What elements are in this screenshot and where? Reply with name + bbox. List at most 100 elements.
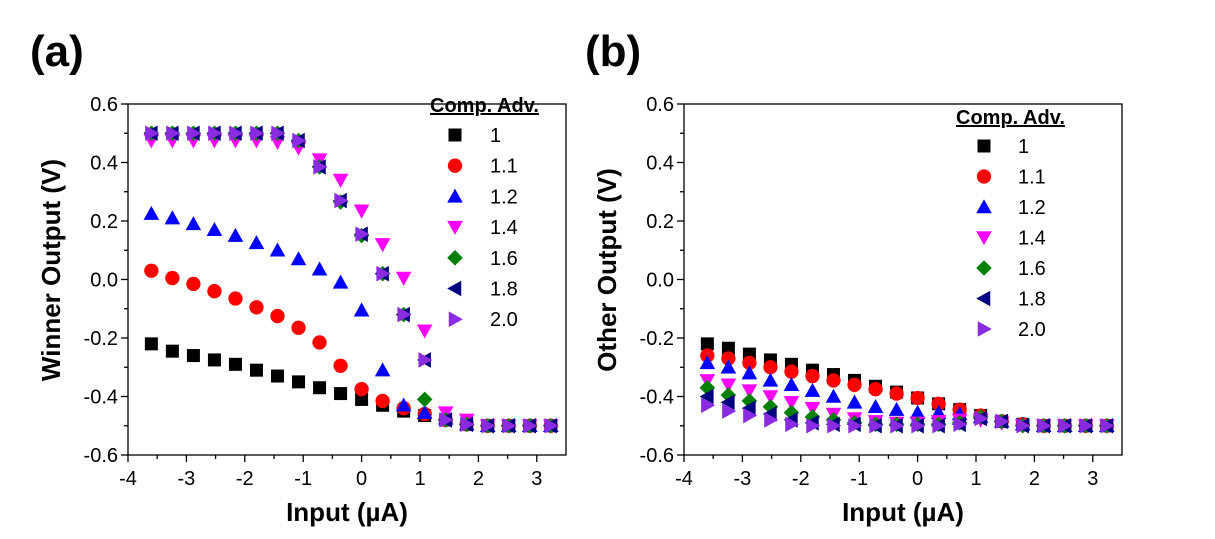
x-axis-title-b: Input (µA) — [842, 497, 964, 527]
y-tick-label: -0.4 — [84, 387, 118, 409]
data-point — [911, 417, 926, 434]
data-point — [741, 400, 756, 416]
series-1-6 — [699, 379, 1115, 434]
data-point — [701, 397, 716, 414]
series-1-4 — [699, 374, 1115, 434]
y-axis-title-a: Winner Output (V) — [36, 159, 66, 381]
y-tick-label: 0.6 — [646, 94, 674, 116]
data-point — [827, 417, 842, 434]
legend-label: 1.6 — [1018, 258, 1046, 280]
data-point — [783, 396, 800, 411]
legend-marker — [976, 169, 992, 184]
y-tick-label: -0.2 — [84, 328, 118, 350]
data-point — [313, 159, 328, 175]
data-point — [826, 373, 841, 388]
y-tick-label: 0.6 — [90, 94, 118, 116]
data-point — [228, 291, 243, 306]
x-tick-label: 2 — [473, 468, 484, 490]
legend-label: 1.2 — [490, 186, 518, 208]
data-point — [460, 416, 475, 433]
data-point — [376, 265, 391, 282]
data-point — [869, 417, 884, 434]
data-point — [207, 284, 222, 299]
data-point — [144, 263, 159, 278]
data-point — [889, 386, 904, 401]
data-point — [416, 404, 433, 419]
x-tick-label: -1 — [294, 468, 312, 490]
data-point — [720, 394, 735, 411]
data-point — [207, 353, 221, 367]
x-tick-label: 1 — [970, 468, 981, 490]
legend-marker — [447, 220, 463, 235]
data-point — [783, 377, 800, 392]
y-tick-label: -0.6 — [640, 445, 674, 467]
data-point — [311, 261, 328, 276]
data-point — [395, 271, 412, 286]
data-point — [416, 391, 433, 408]
legend-marker — [447, 250, 463, 266]
x-tick-label: 1 — [414, 468, 425, 490]
legend-label: 1.6 — [490, 248, 518, 270]
data-point — [846, 394, 863, 409]
data-point — [544, 417, 559, 434]
data-point — [868, 382, 883, 397]
data-point — [166, 125, 181, 142]
data-point — [271, 369, 285, 383]
data-point — [397, 306, 412, 323]
data-point — [953, 416, 968, 433]
data-point — [292, 132, 307, 149]
data-point — [825, 388, 842, 403]
panel-b-label: (b) — [585, 27, 641, 76]
data-point — [228, 357, 242, 371]
data-point — [890, 417, 905, 434]
legend-marker — [977, 139, 991, 153]
data-point — [995, 413, 1010, 430]
data-point — [805, 368, 820, 384]
series-1-2 — [699, 355, 1115, 432]
data-point — [375, 393, 390, 409]
data-point — [186, 276, 201, 292]
data-point — [909, 404, 926, 419]
legend-marker — [976, 231, 992, 246]
data-point — [271, 125, 286, 142]
data-point — [1058, 417, 1073, 434]
x-tick-label: -1 — [850, 468, 868, 490]
legend-marker — [976, 260, 992, 276]
legend-marker — [447, 188, 463, 203]
data-point — [741, 384, 758, 399]
data-point — [208, 125, 223, 142]
data-point — [164, 210, 181, 225]
data-point — [481, 417, 496, 434]
legend-label: 2.0 — [490, 309, 518, 331]
data-point — [1016, 417, 1031, 434]
legend-label: 1.2 — [1018, 197, 1046, 219]
y-tick-label: 0.4 — [646, 153, 674, 175]
data-point — [699, 388, 714, 405]
data-points-b — [699, 337, 1115, 434]
legend-marker — [448, 128, 462, 142]
data-point — [722, 403, 737, 419]
axis-ticks-b — [677, 103, 1094, 462]
data-point — [699, 355, 716, 370]
legend-label: 1.8 — [490, 279, 518, 301]
data-point — [353, 204, 370, 219]
x-tick-label: -2 — [236, 468, 254, 490]
legend-label: 1.1 — [490, 156, 518, 178]
data-point — [762, 390, 779, 405]
data-point — [910, 390, 925, 406]
data-point — [312, 335, 327, 350]
data-point — [332, 173, 349, 188]
x-tick-label: 3 — [1087, 468, 1098, 490]
x-tick-label: -4 — [675, 468, 693, 490]
series-1 — [144, 337, 558, 433]
data-point — [333, 358, 348, 373]
x-tick-label: -3 — [734, 468, 752, 490]
y-tick-label: 0.4 — [90, 153, 118, 175]
data-point — [741, 365, 758, 380]
series-1 — [700, 337, 1114, 433]
data-point — [416, 324, 433, 339]
data-point — [144, 337, 158, 351]
data-point — [291, 320, 306, 335]
